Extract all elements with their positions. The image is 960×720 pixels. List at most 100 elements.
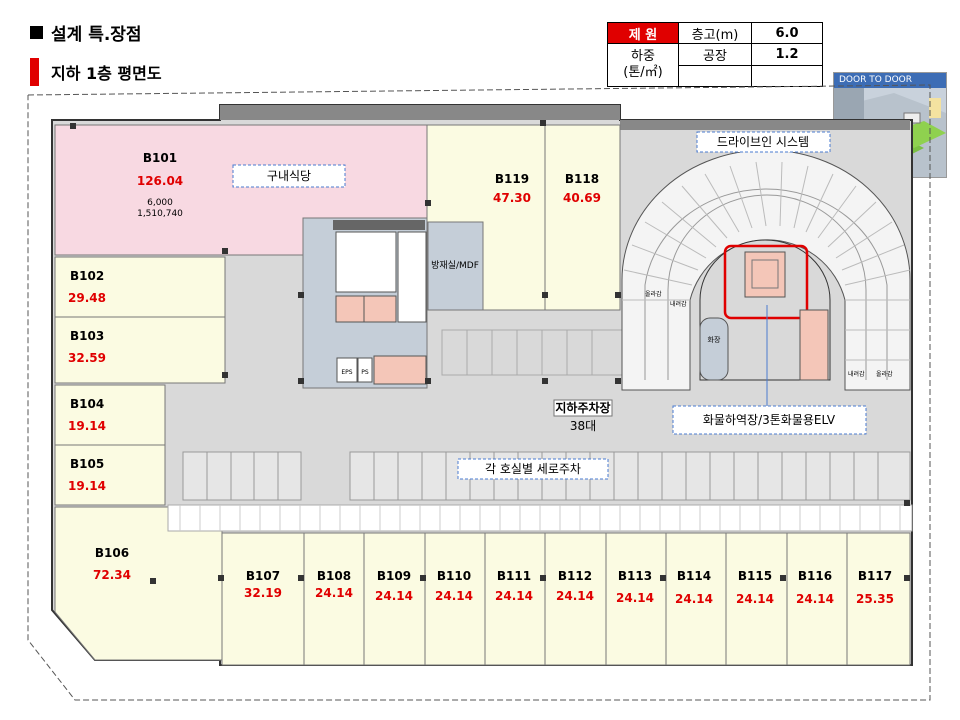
callout-drive-in: 드라이브인 시스템 (717, 135, 809, 149)
callout-cafeteria-box (232, 164, 346, 188)
stair-core-b (363, 295, 397, 323)
room-b104 (54, 384, 166, 446)
parking-label-box (553, 399, 613, 417)
room-b110-name: B110 (437, 569, 471, 583)
room-b109-area: 24.14 (375, 589, 413, 603)
stair-core-a (335, 295, 365, 323)
parking-label: 지하주차장 (555, 400, 610, 415)
room-b118-area: 40.69 (563, 191, 601, 205)
room-b116-area: 24.14 (796, 592, 834, 606)
room-b102-name: B102 (70, 269, 104, 283)
room-b108 (303, 532, 365, 666)
room-b117 (846, 532, 911, 666)
parking-count: 38대 (570, 419, 596, 433)
room-b116 (786, 532, 848, 666)
room-b110 (424, 532, 486, 666)
loading-strip-hatch (179, 505, 901, 531)
room-b107-area: 32.19 (244, 586, 282, 600)
room-b103 (54, 316, 226, 384)
spec-height-value: 6.0 (751, 22, 823, 44)
ramp-label-up-1: 올라감 (645, 290, 662, 298)
room-b107-name: B107 (246, 569, 280, 583)
elevator-core (373, 355, 427, 385)
room-b106-name: B106 (95, 546, 129, 560)
stair-core-c (397, 231, 427, 323)
room-b106-area: 72.34 (93, 568, 131, 582)
room-b104-area: 19.14 (68, 419, 106, 433)
site-boundary (27, 84, 931, 701)
room-b108-area: 24.14 (315, 586, 353, 600)
room-b119-name: B119 (495, 172, 529, 186)
callout-unit-parking: 각 호실별 세로주차 (485, 462, 581, 476)
room-b103-name: B103 (70, 329, 104, 343)
room-b113-area: 24.14 (616, 591, 654, 605)
utility-room-label: 방재실/MDF (431, 260, 479, 271)
room-b101-extra2: 1,510,740 (137, 209, 183, 219)
structural-columns (70, 120, 910, 584)
restroom-block (335, 231, 397, 293)
bullet-square-icon (30, 26, 43, 39)
freight-elevator (744, 251, 786, 298)
page-title-text: 설계 특.장점 (51, 25, 142, 45)
room-b104-name: B104 (70, 397, 104, 411)
room-b105-area: 19.14 (68, 479, 106, 493)
room-b117-name: B117 (858, 569, 892, 583)
room-b115-area: 24.14 (736, 592, 774, 606)
room-b113-name: B113 (618, 569, 652, 583)
callout-unit-parking-box (457, 458, 609, 480)
callout-cafeteria: 구내식당 (267, 169, 311, 183)
restroom-east-label: 화장 (708, 335, 721, 344)
room-b115-name: B115 (738, 569, 772, 583)
freight-elevator-highlight (723, 244, 809, 320)
spec-table: 제 원 층고(m) 6.0 하중 (톤/㎡) 공장 1.2 (607, 22, 823, 87)
freight-elevator-inner (751, 259, 779, 289)
room-b114-area: 24.14 (675, 592, 713, 606)
restroom-east (699, 317, 729, 381)
room-b118 (544, 124, 621, 311)
callout-freight-box (672, 405, 867, 435)
ramp-hatch (622, 161, 911, 361)
north-wall (220, 105, 620, 120)
room-b105-name: B105 (70, 457, 104, 471)
callout-drive-in-box (696, 131, 831, 153)
room-b117-area: 25.35 (856, 592, 894, 606)
room-b103-area: 32.59 (68, 351, 106, 365)
room-b101-name: B101 (143, 151, 177, 165)
page-subtitle-text: 지하 1층 평면도 (51, 64, 162, 83)
spec-load-label: 하중 (톤/㎡) (607, 43, 679, 87)
room-b112 (544, 532, 607, 666)
page-title: 설계 특.장점 (30, 20, 142, 45)
thumbnail-label: DOOR TO DOOR (834, 73, 946, 88)
spec-load-value: 1.2 (751, 43, 823, 66)
room-b108-name: B108 (317, 569, 351, 583)
callout-freight: 화물하역장/3톤화물용ELV (703, 413, 836, 427)
page-subtitle: 지하 1층 평면도 (30, 58, 162, 86)
room-b110-area: 24.14 (435, 589, 473, 603)
spec-empty-cell (751, 64, 823, 87)
north-east-wall (620, 120, 910, 130)
room-b114-name: B114 (677, 569, 711, 583)
spec-load-label-2: (톤/㎡) (623, 65, 663, 80)
room-b119-area: 47.30 (493, 191, 531, 205)
spec-header: 제 원 (607, 22, 679, 44)
room-b109-name: B109 (377, 569, 411, 583)
room-b101-extra1: 6,000 (147, 198, 173, 208)
room-b111-name: B111 (497, 569, 531, 583)
room-b102-area: 29.48 (68, 291, 106, 305)
spec-height-label: 층고(m) (678, 22, 752, 44)
south-room-labels: B107 32.19 B108 24.14 B109 24.14 B110 24… (244, 569, 894, 606)
south-rooms (221, 532, 911, 666)
room-b109 (363, 532, 426, 666)
spec-load-sub: 공장 (678, 43, 752, 66)
room-b113 (605, 532, 667, 666)
room-b111-area: 24.14 (495, 589, 533, 603)
ramp-label-down-2: 내려감 (848, 370, 865, 378)
ramp-label-down-1: 내려감 (670, 300, 687, 308)
room-b115 (725, 532, 788, 666)
spec-load-label-1: 하중 (631, 49, 655, 64)
room-b102 (54, 256, 226, 318)
red-bar-icon (30, 58, 39, 86)
room-b105 (54, 444, 166, 506)
room-b116-name: B116 (798, 569, 832, 583)
